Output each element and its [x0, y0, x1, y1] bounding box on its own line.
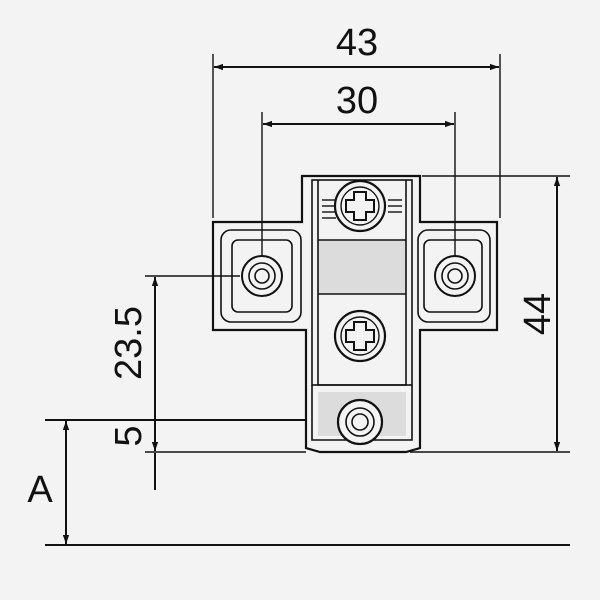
- guide-ribs: [322, 199, 402, 219]
- dimension-label-base-offset: 5: [108, 425, 150, 446]
- dimension-overall-width: 43: [212, 22, 501, 218]
- mounting-plate: [211, 174, 499, 454]
- dimension-label-hole-offset: 23.5: [108, 306, 150, 380]
- bottom-cam-hole-icon: [336, 398, 384, 446]
- left-mounting-hole-icon: [241, 255, 283, 297]
- dimension-hole-spacing: 30: [261, 80, 456, 256]
- dimension-label-height: 44: [517, 293, 559, 335]
- right-mounting-hole-icon: [434, 255, 476, 297]
- top-cross-screw-icon: [333, 179, 387, 233]
- dimension-variable-a: A: [27, 419, 570, 546]
- dimension-hole-offset: 23.5: [108, 275, 240, 419]
- dimension-height: 44: [410, 175, 570, 453]
- right-wing-frame: [417, 229, 491, 323]
- dimension-base-offset: 5: [108, 420, 306, 490]
- middle-cross-screw-icon: [333, 309, 387, 363]
- dimension-label-hole-spacing: 30: [336, 80, 378, 122]
- right-wing-inner-frame: [423, 239, 483, 313]
- dimension-label-overall-width: 43: [336, 22, 378, 64]
- dimension-label-variable-a: A: [27, 469, 53, 511]
